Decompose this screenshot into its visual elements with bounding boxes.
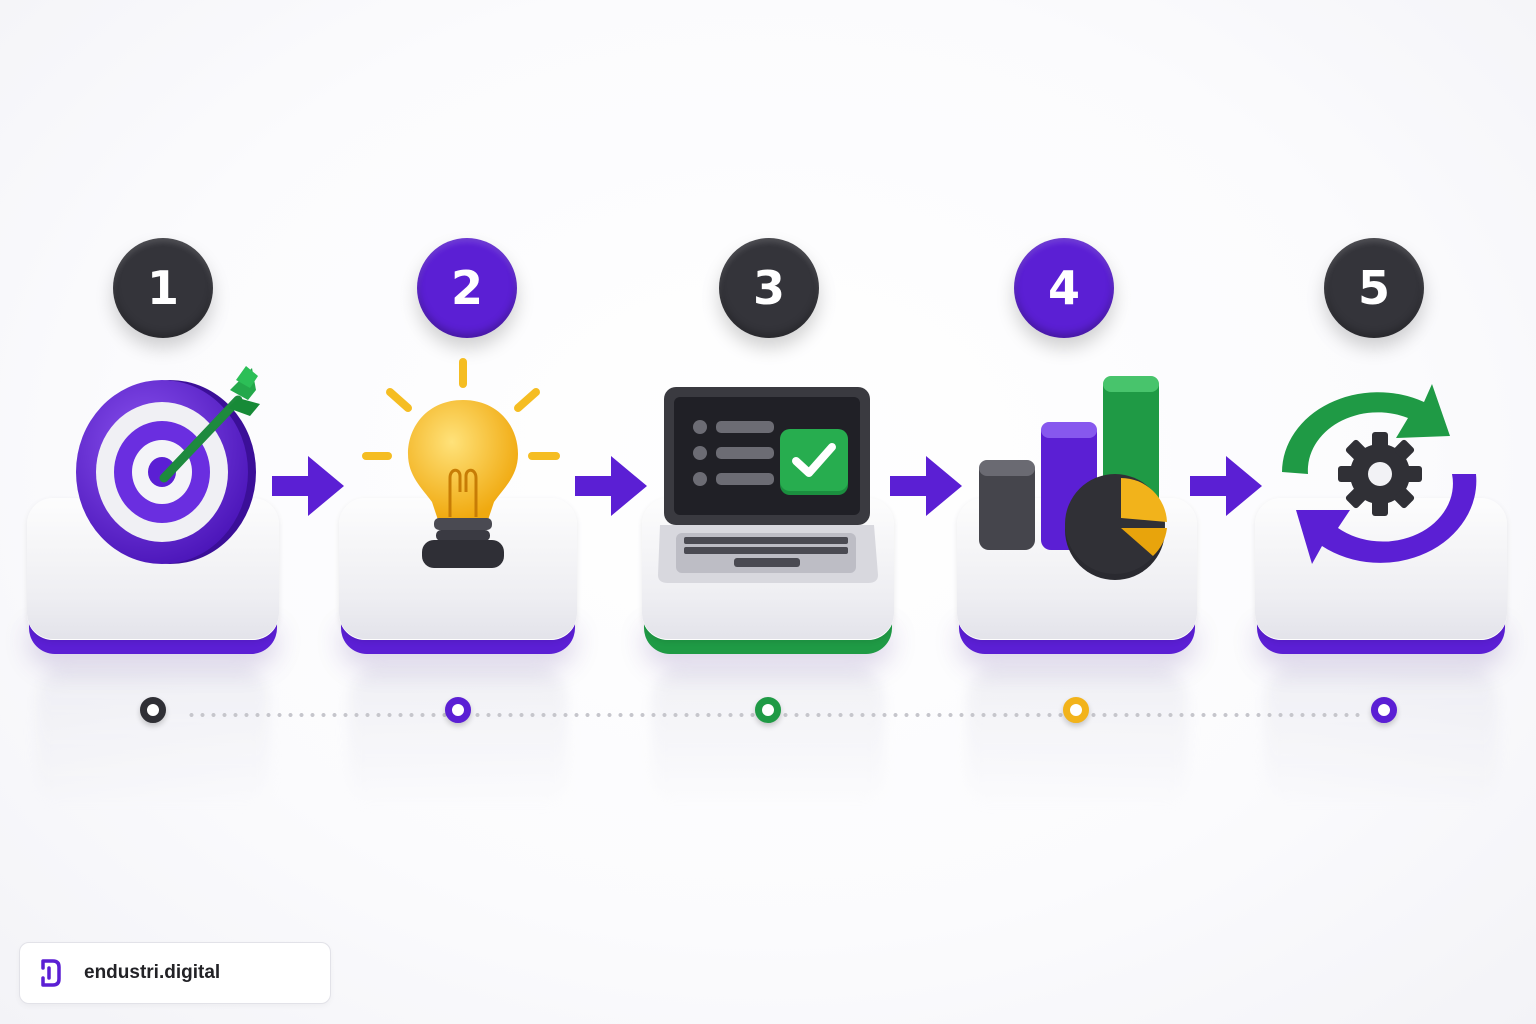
step-number: 2 [450,261,483,315]
target-icon [76,366,260,564]
arrow-right-icon [272,456,344,516]
brand-logo-icon [41,959,61,987]
timeline-marker [1063,697,1089,723]
brand-card[interactable]: endustri.digital [19,942,331,1004]
step-number: 3 [752,261,785,315]
step-number: 4 [1047,261,1080,315]
step-number: 1 [146,261,179,315]
arrow-right-icon [1190,456,1262,516]
brand-name: endustri.digital [84,962,221,983]
step-number-badge: 3 [719,238,819,338]
lightbulb-icon [362,358,560,568]
step-number: 5 [1357,261,1390,315]
cycle-gear-icon [1282,384,1477,564]
timeline-marker [140,697,166,723]
timeline-marker [755,697,781,723]
laptop-checklist-icon [658,387,878,583]
timeline-marker [1371,697,1397,723]
step-number-badge: 2 [417,238,517,338]
step-number-badge: 1 [113,238,213,338]
step-number-badge: 4 [1014,238,1114,338]
arrow-right-icon [890,456,962,516]
arrow-right-icon [575,456,647,516]
bar-pie-chart-icon [979,376,1167,580]
timeline-marker [445,697,471,723]
step-number-badge: 5 [1324,238,1424,338]
